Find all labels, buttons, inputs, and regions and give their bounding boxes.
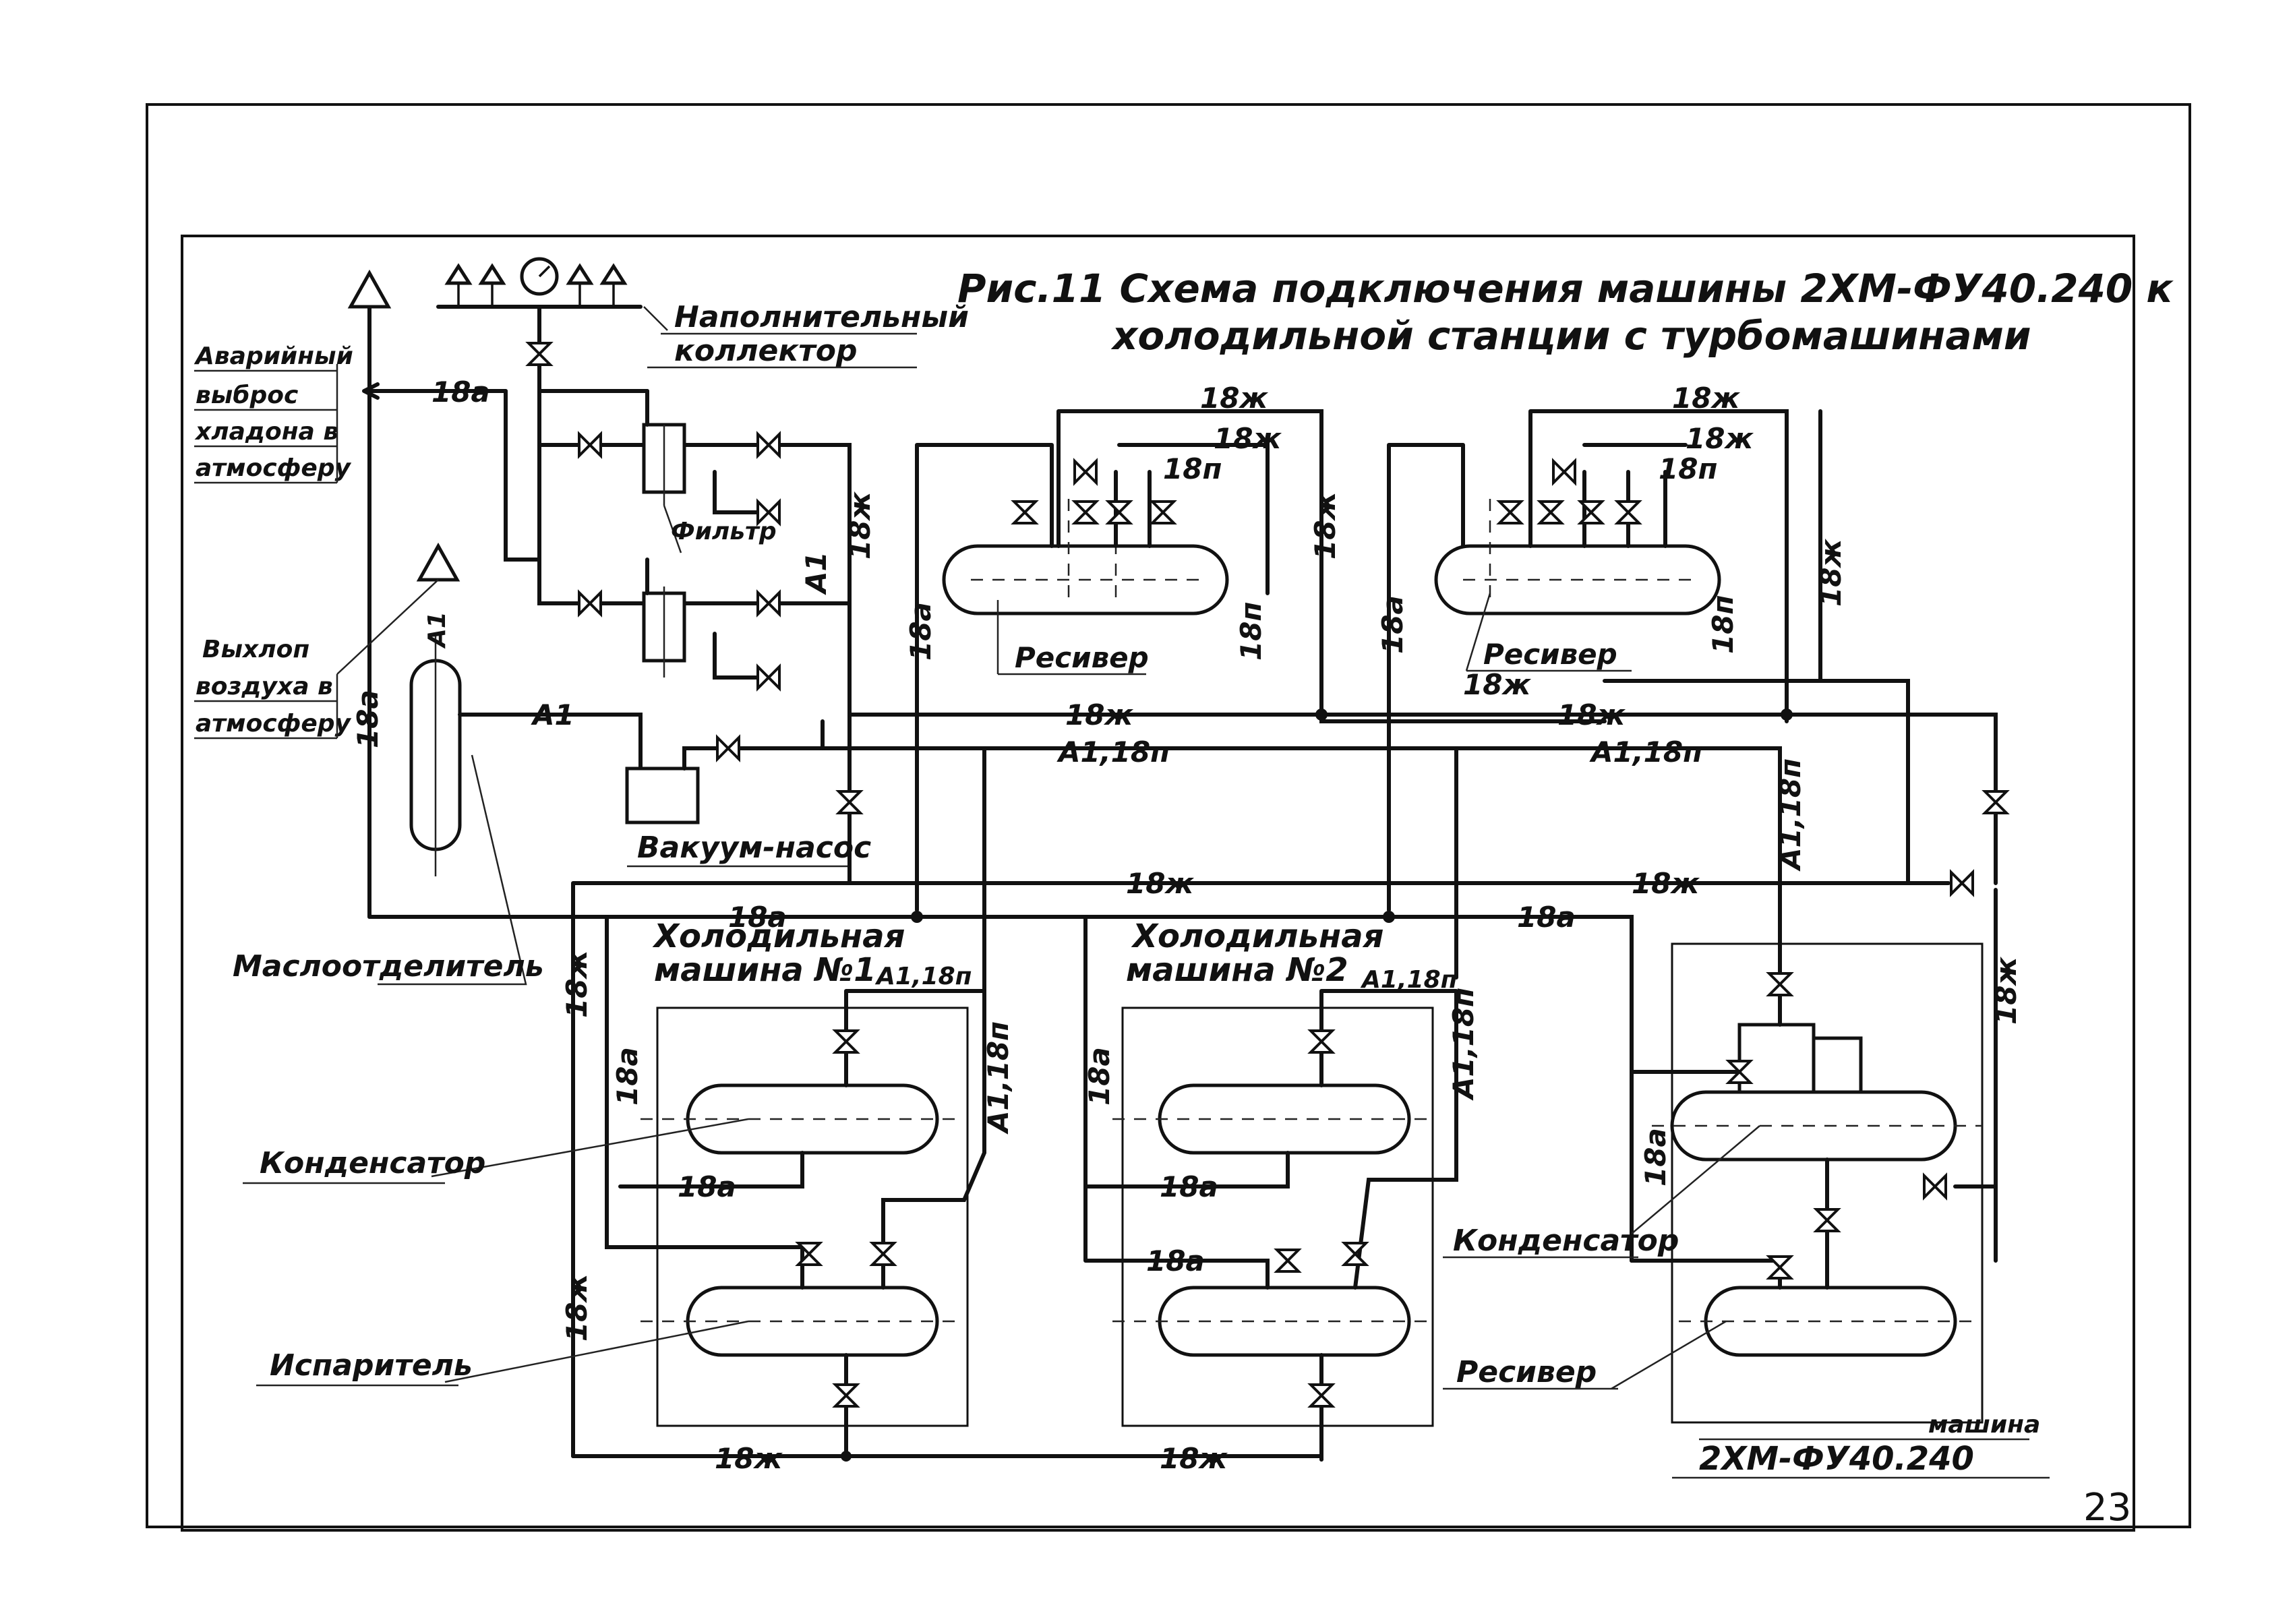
oil-separator-leader <box>378 754 527 986</box>
pipe-label-18a-r2: 18а <box>1376 595 1409 654</box>
condenser-label-right: Конденсатор <box>1453 1224 1679 1258</box>
svg-text:атмосферу: атмосферу <box>196 454 352 482</box>
pipe-label-18zh-m2: 18ж <box>1632 867 1700 900</box>
page-number: 23 <box>2083 1486 2131 1530</box>
pipe-label-a1-18p-m1v: А1,18п <box>982 1021 1015 1135</box>
receiver-1 <box>915 409 1607 912</box>
pipe-label-a1-18p-v: А1,18п <box>1774 758 1807 872</box>
vacuum-pump <box>625 736 1175 824</box>
pipe-label-18a-top: 18а <box>431 375 490 409</box>
drawing-frame <box>181 235 2135 1532</box>
receiver-2 <box>1387 409 1789 912</box>
pipe-label-a1-18p-m1: А1,18п <box>874 963 972 990</box>
air-exhaust-label-box: Выхлоп воздуха в атмосферу <box>194 636 352 740</box>
pipe-label-a1-filter: А1 <box>800 551 833 595</box>
pipe-label-18p-r1-drop: 18п <box>1234 602 1268 661</box>
machine-3 <box>1630 942 1998 1424</box>
pipe-label-a1-18p-h2: А1,18п <box>1589 735 1702 769</box>
air-exhaust-stack <box>336 542 460 675</box>
oil-separator <box>409 634 643 876</box>
pipe-label-18zh-r1b: 18ж <box>1214 422 1282 455</box>
pipe-label-18a-b2: 18а <box>1517 901 1576 934</box>
condenser-label-left: Конденсатор <box>260 1146 485 1180</box>
pipe-label-18a-m2a: 18а <box>1160 1170 1218 1203</box>
svg-text:выброс: выброс <box>196 382 298 409</box>
pipe-label-a1-sep: А1 <box>531 698 574 731</box>
pipe-label-18zh-r2b: 18ж <box>1686 422 1754 455</box>
filling-manifold <box>436 257 643 605</box>
machine-2 <box>1083 915 1458 1462</box>
filling-manifold-label-1: Наполнительный <box>674 300 969 334</box>
pipe-label-18zh-h1: 18ж <box>1065 698 1133 731</box>
pipe-label-18zh-m1: 18ж <box>1126 867 1194 900</box>
pipe-label-a1-18p-m2: А1,18п <box>1360 966 1458 994</box>
pipe-label-18a-left: 18а <box>351 690 384 748</box>
svg-text:хладона в: хладона в <box>194 418 338 446</box>
machine-1 <box>605 915 986 1462</box>
pipe-label-18a-r1: 18а <box>904 602 937 661</box>
machine-2-label-2: машина №2 <box>1126 951 1348 989</box>
pipe-label-18zh-m3v: 18ж <box>1990 957 2023 1025</box>
pipe-label-a1-18p-m2v: А1,18п <box>1447 988 1480 1101</box>
svg-text:воздуха в: воздуха в <box>196 673 333 700</box>
header-18zh-middle <box>571 740 1974 1458</box>
pipe-label-18zh-v-left2: 18ж <box>560 1273 593 1342</box>
pipe-label-18zh-h2: 18ж <box>1557 698 1626 731</box>
filling-manifold-label-2: коллектор <box>674 334 857 368</box>
machine-1-label-2: машина №1 <box>654 951 876 989</box>
outer-frame <box>146 103 2191 1528</box>
machine-3-label-1: машина <box>1928 1411 2040 1439</box>
receiver-1-label: Ресивер <box>1015 641 1149 674</box>
header-18zh-bottom <box>571 1451 1323 1462</box>
machine-1-label-1: Холодильная <box>652 918 905 955</box>
receiver-2-label: Ресивер <box>1483 638 1617 671</box>
machine-2-label-1: Холодильная <box>1131 918 1383 955</box>
vacuum-pump-label: Вакуум-насос <box>637 831 871 865</box>
pipe-label-18p-r1: 18п <box>1163 452 1222 485</box>
filter-label: Фильтр <box>671 518 777 545</box>
svg-text:атмосферу: атмосферу <box>196 710 352 738</box>
pipe-label-18p-r2: 18п <box>1659 452 1717 485</box>
pipe-label-18a-b1: 18а <box>728 901 787 934</box>
receiver-3-label: Ресивер <box>1456 1355 1597 1389</box>
pipe-label-18zh-r2a: 18ж <box>1672 382 1740 415</box>
pipe-label-18a-m2v: 18а <box>1083 1047 1116 1106</box>
pipe-label-18zh-b2: 18ж <box>1160 1442 1228 1475</box>
oil-separator-label: Маслоотделитель <box>233 949 544 984</box>
emergency-label-box: Аварийный выброс хладона в атмосферу <box>193 342 353 484</box>
evaporator-label: Испаритель <box>270 1348 473 1383</box>
emergency-vent-stack <box>347 269 508 919</box>
pipe-label-18zh-h3: 18ж <box>1463 668 1531 701</box>
pipe-label-18zh-v-left: 18ж <box>560 950 593 1018</box>
header-a1-18p <box>821 719 1782 991</box>
header-18zh-top <box>847 679 2008 1263</box>
pipe-label-18zh-b1: 18ж <box>715 1442 783 1475</box>
svg-text:Выхлоп: Выхлоп <box>202 636 309 663</box>
pipe-label-18a-m2b: 18а <box>1146 1244 1205 1277</box>
pipe-label-a1-sep-top: А1 <box>423 611 451 649</box>
pipe-label-18zh-r1a: 18ж <box>1200 382 1268 415</box>
pipe-label-18a-m1: 18а <box>678 1170 736 1203</box>
machine-3-label-2: 2ХМ-ФУ40.240 <box>1699 1440 1974 1478</box>
header-18a-bottom <box>367 911 1634 1263</box>
title-line-2: холодильной станции с турбомашинами <box>1110 313 2031 359</box>
title-line-1: Рис.11 Схема подключения машины 2ХМ-ФУ40… <box>957 266 2174 311</box>
svg-text:Аварийный: Аварийный <box>193 342 353 370</box>
filter-block <box>504 389 852 744</box>
pipe-label-18a-m1v: 18а <box>611 1047 644 1106</box>
pipe-label-18a-m3v: 18а <box>1639 1128 1672 1186</box>
pipe-label-a1-18p-h1: А1,18п <box>1056 735 1170 769</box>
pipe-label-18zh-r1-drop: 18ж <box>1309 491 1342 560</box>
pipe-label-18p-r2-drop: 18п <box>1706 595 1739 654</box>
pipe-label-18zh-filter: 18ж <box>843 491 876 560</box>
